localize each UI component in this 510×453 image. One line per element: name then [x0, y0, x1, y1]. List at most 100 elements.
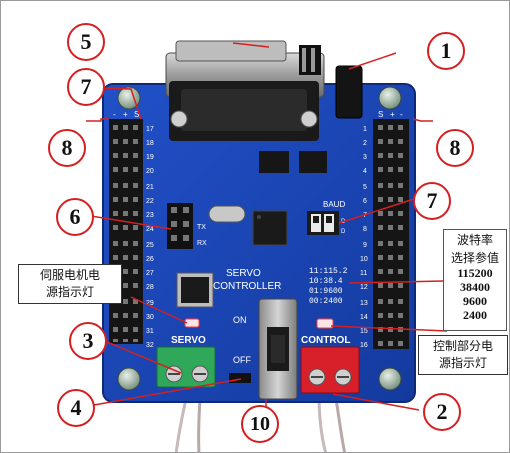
pin-number: 20 — [146, 168, 154, 175]
header-symbols: - + S - + S — [113, 110, 403, 119]
control-power-led — [316, 318, 334, 329]
baud-caption-title-2: 选择参值 — [450, 251, 499, 265]
mounting-screws — [117, 86, 402, 391]
pin-number: 8 — [363, 226, 367, 233]
baud-value: 2400 — [463, 308, 487, 322]
pin-number: 21 — [146, 184, 154, 191]
control-led-caption-line2: 源指示灯 — [438, 356, 487, 370]
db9-serial-connector — [165, 40, 325, 141]
right-servo-headers — [373, 119, 409, 349]
rx-label: RX — [197, 240, 207, 247]
pin-number: 2 — [363, 140, 367, 147]
baud-value: 38400 — [460, 280, 490, 294]
pin-number: 5 — [363, 184, 367, 191]
pin-number: 13 — [360, 300, 368, 307]
baud-rate-caption: 波特率 选择参值 115200 38400 9600 2400 — [443, 229, 507, 331]
pin-number: 4 — [363, 168, 367, 175]
callout-7: 7 — [413, 182, 451, 220]
dip-label: D — [341, 229, 346, 235]
pin-number: 24 — [146, 226, 154, 233]
pin-number: 19 — [146, 154, 154, 161]
header-symbol: + — [390, 110, 395, 119]
baud-row: 00:2400 — [309, 297, 343, 306]
on-label: ON — [233, 315, 247, 325]
callout-9: 7 — [67, 68, 105, 106]
control-led-caption-line1: 控制部分电 — [432, 339, 493, 353]
pin-number: 32 — [146, 342, 154, 349]
left-pin-numbers: 17 18 19 20 21 22 23 24 25 26 27 28 29 3… — [146, 126, 154, 349]
baud-table-silkscreen: 11:115.2 10:38.4 01:9600 00:2400 — [309, 267, 348, 306]
control-led-caption: 控制部分电 源指示灯 — [418, 335, 508, 375]
pin-number: 9 — [363, 242, 367, 249]
pin-number: 27 — [146, 270, 154, 277]
pin-number: 25 — [146, 242, 154, 249]
servo-power-jumper — [229, 373, 251, 383]
header-symbol: S — [378, 110, 383, 119]
baud-dip-switch: D D BAUD — [307, 200, 346, 235]
pin-number: 15 — [360, 328, 368, 335]
baud-caption-title-1: 波特率 — [456, 233, 493, 247]
pin-number: 1 — [363, 126, 367, 133]
pin-number: 23 — [146, 212, 154, 219]
servo-led-caption-line1: 伺服电机电 — [39, 268, 100, 282]
pin-number: 26 — [146, 256, 154, 263]
pin-number: 7 — [363, 212, 367, 219]
header-symbol: - — [400, 110, 403, 119]
control-power-terminal — [300, 346, 360, 394]
header-symbol: + — [123, 110, 128, 119]
baud-row: 01:9600 — [309, 287, 343, 296]
pin-number: 16 — [360, 342, 368, 349]
pin-number: 22 — [146, 198, 154, 205]
power-slide-switch[interactable] — [258, 298, 298, 400]
pin-number: 31 — [146, 328, 154, 335]
callout-3: 3 — [69, 322, 107, 360]
right-pin-numbers: 1 2 3 4 5 6 7 8 9 10 11 12 13 14 15 16 — [360, 126, 368, 349]
baud-silkscreen: BAUD — [323, 200, 345, 209]
txrx-jumper: TX RX — [167, 203, 207, 249]
servo-power-led — [184, 318, 200, 328]
title-line-controller: CONTROLLER — [213, 281, 281, 292]
board-title: SERVO CONTROLLER — [213, 268, 281, 292]
baud-value: 9600 — [463, 294, 487, 308]
pin-number: 11 — [360, 270, 367, 277]
pin-number: 18 — [146, 140, 154, 147]
servo-led-caption: 伺服电机电 源指示灯 — [18, 264, 122, 304]
driver-chip — [259, 151, 289, 173]
servo-silkscreen: SERVO — [171, 335, 206, 346]
callout-2: 2 — [423, 393, 461, 431]
pin-number: 30 — [146, 314, 154, 321]
dc-power-jack — [335, 65, 363, 119]
pin-number: 12 — [360, 284, 368, 291]
servo-power-terminal — [156, 346, 216, 388]
baud-row: 11:115.2 — [309, 267, 348, 276]
callout-8-right: 8 — [436, 129, 474, 167]
control-silkscreen: CONTROL — [301, 335, 350, 346]
callout-6: 6 — [56, 198, 94, 236]
baud-value: 115200 — [457, 266, 493, 280]
pin-number: 3 — [363, 154, 367, 161]
off-label: OFF — [233, 355, 251, 365]
callout-1: 1 — [427, 32, 465, 70]
pin-number: 17 — [146, 126, 154, 133]
voltage-regulator — [176, 272, 214, 308]
crystal-oscillator — [208, 205, 246, 223]
microcontroller-chip — [252, 210, 288, 246]
driver-chip — [299, 151, 327, 173]
tx-label: TX — [197, 224, 206, 231]
baud-row: 10:38.4 — [309, 277, 343, 286]
pin-number: 28 — [146, 284, 154, 291]
pin-number: 14 — [360, 314, 368, 321]
header-symbol: - — [113, 110, 116, 119]
callout-10: 10 — [241, 405, 279, 443]
header-symbol: S — [134, 110, 139, 119]
callout-8-left: 8 — [48, 129, 86, 167]
pin-number: 10 — [360, 256, 368, 263]
callout-4: 4 — [57, 389, 95, 427]
pin-number: 29 — [146, 300, 154, 307]
left-servo-headers — [109, 119, 143, 344]
callout-5: 5 — [67, 23, 105, 61]
pointer-lines — [86, 42, 448, 418]
pin-number: 6 — [363, 198, 367, 205]
